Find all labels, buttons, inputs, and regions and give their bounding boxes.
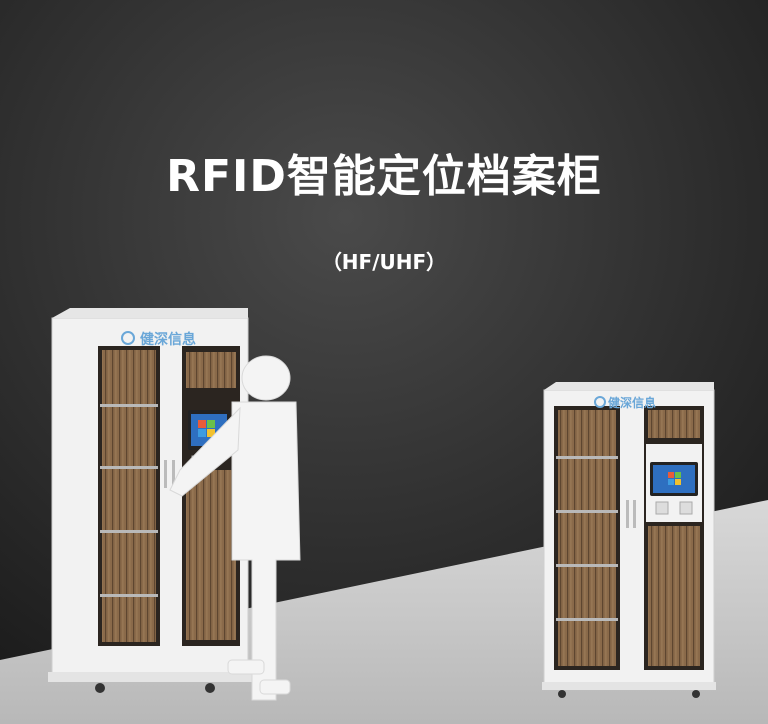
page-title: RFID智能定位档案柜 <box>166 151 602 202</box>
left-cabinet <box>48 308 252 693</box>
left-brand-text: 健深信息 <box>140 331 196 348</box>
right-cabinet <box>542 382 716 698</box>
right-brand-text: 健深信息 <box>608 395 656 410</box>
person-figure <box>169 355 301 701</box>
page-subtitle: （HF/UHF） <box>321 250 447 274</box>
